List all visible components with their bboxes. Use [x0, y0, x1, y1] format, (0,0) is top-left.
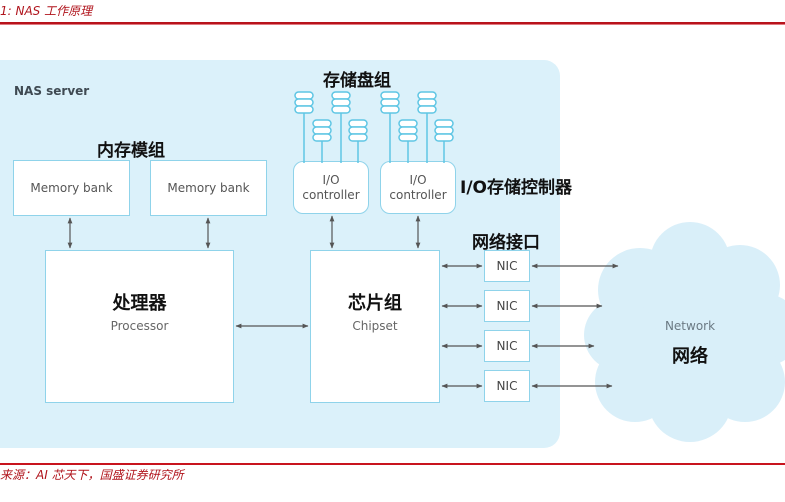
memory-module-title: 内存模组: [97, 141, 165, 161]
database-icon: [398, 119, 418, 142]
memory-bank-label: Memory bank: [30, 181, 113, 195]
top-rule: [0, 22, 785, 24]
nic-4: NIC: [484, 370, 530, 402]
io-controller-1: I/O controller: [293, 161, 369, 214]
database-icon: [331, 91, 351, 114]
nas-server-label: NAS server: [14, 84, 90, 98]
io-controller-title: I/O存储控制器: [460, 178, 572, 198]
nic-label: NIC: [496, 339, 518, 353]
memory-bank-1: Memory bank: [13, 160, 130, 216]
nic-label: NIC: [496, 259, 518, 273]
nic-2: NIC: [484, 290, 530, 322]
nic-1: NIC: [484, 250, 530, 282]
memory-bank-2: Memory bank: [150, 160, 267, 216]
figure-caption: 1: NAS 工作原理: [0, 4, 93, 18]
bottom-rule: [0, 463, 785, 465]
io-controller-line2: controller: [302, 187, 360, 202]
io-controller-line1: I/O: [322, 172, 340, 187]
io-controller-2: I/O controller: [380, 161, 456, 214]
network-interface-title: 网络接口: [472, 233, 540, 253]
io-controller-line2: controller: [389, 187, 447, 202]
chipset-box: 芯片组 Chipset: [310, 250, 440, 403]
processor-cn-label: 处理器: [112, 293, 167, 314]
network-cn-label: 网络: [672, 346, 708, 367]
memory-bank-label: Memory bank: [167, 181, 250, 195]
source-note: 来源：AI 芯天下，国盛证券研究所: [0, 468, 184, 482]
nic-label: NIC: [496, 379, 518, 393]
storage-group-title: 存储盘组: [323, 71, 391, 91]
top-rule-accent: [0, 24, 785, 25]
database-icon: [348, 119, 368, 142]
chipset-en-label: Chipset: [352, 319, 398, 333]
io-controller-line1: I/O: [409, 172, 427, 187]
database-icon: [294, 91, 314, 114]
nic-3: NIC: [484, 330, 530, 362]
processor-en-label: Processor: [110, 319, 169, 333]
network-en-label: Network: [664, 319, 716, 333]
processor-box: 处理器 Processor: [45, 250, 234, 403]
database-icon: [312, 119, 332, 142]
database-icon: [380, 91, 400, 114]
nic-label: NIC: [496, 299, 518, 313]
database-icon: [417, 91, 437, 114]
database-icon: [434, 119, 454, 142]
chipset-cn-label: 芯片组: [348, 293, 402, 314]
